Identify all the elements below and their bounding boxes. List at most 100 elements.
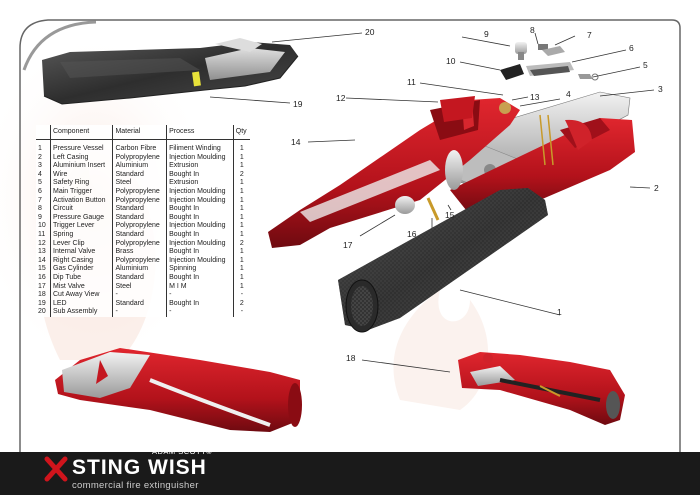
callout-11: 11	[407, 77, 416, 87]
assembled-product-illustration	[55, 348, 302, 432]
sheet-border	[19, 19, 681, 455]
row-process: Injection Moulding	[166, 187, 234, 197]
row-qty: 1	[239, 179, 244, 187]
exploded-view-illustration	[268, 91, 635, 333]
row-process: Bought In	[166, 248, 234, 257]
row-material: Standard	[112, 273, 168, 283]
table-header-row: Component Material Process Qty	[36, 125, 250, 140]
row-material: Standard	[112, 230, 168, 240]
row-qty: 1	[239, 265, 244, 273]
callout-9: 9	[484, 29, 489, 39]
row-process: Bought In	[166, 273, 234, 283]
table-header-component: Component	[50, 125, 114, 140]
callout-6: 6	[629, 43, 634, 53]
row-qty: 1	[239, 153, 244, 161]
product-name: STING WISH	[72, 456, 207, 479]
row-process: Injection Moulding	[166, 153, 234, 163]
row-process: Bought In	[166, 299, 234, 309]
row-component: Activation Button	[50, 196, 114, 206]
row-component: LED	[50, 299, 114, 309]
callout-5: 5	[643, 60, 648, 70]
row-component: Main Trigger	[50, 187, 114, 197]
row-qty: 1	[239, 145, 244, 152]
row-number: 11	[36, 230, 51, 240]
callout-20: 20	[365, 27, 375, 37]
row-component: Wire	[50, 170, 114, 180]
callout-19: 19	[293, 99, 303, 109]
cross-logo-icon	[44, 456, 68, 482]
row-material: Aluminium	[112, 265, 168, 274]
row-component: Left Casing	[50, 153, 114, 163]
callout-17: 17	[343, 240, 353, 250]
row-component: Internal Valve	[50, 248, 114, 257]
callout-8: 8	[530, 25, 535, 35]
row-qty: 1	[239, 205, 244, 213]
callout-7: 7	[587, 30, 592, 40]
row-process: Extrusion	[166, 162, 234, 171]
row-process: Bought In	[166, 170, 234, 180]
row-qty: 1	[239, 196, 244, 204]
row-number: 9	[36, 213, 51, 223]
row-qty: 1	[239, 213, 244, 221]
row-process: Injection Moulding	[166, 196, 234, 206]
row-number: 12	[36, 239, 51, 249]
row-process: M I M	[166, 282, 234, 292]
table-header-material: Material	[112, 125, 168, 140]
leader-lines	[209, 32, 655, 373]
callout-2: 2	[654, 183, 659, 193]
designer-credit: ADAM SCOTT©	[152, 447, 213, 456]
trigger-parts-illustration	[500, 42, 599, 81]
row-number: 6	[36, 187, 51, 197]
row-number: 13	[36, 248, 51, 257]
row-material: Carbon Fibre	[112, 139, 168, 154]
row-material: Standard	[112, 170, 168, 180]
row-number: 4	[36, 170, 51, 180]
row-number: 19	[36, 299, 51, 309]
row-material: Steel	[112, 282, 168, 292]
table-header-number	[36, 125, 51, 140]
row-qty: -	[240, 291, 244, 299]
row-component: Gas Cylinder	[50, 265, 114, 274]
row-qty: 1	[239, 273, 244, 281]
row-material: Polypropylene	[112, 187, 168, 197]
callout-13: 13	[530, 92, 540, 102]
table-header-process: Process	[166, 125, 234, 140]
row-number: 15	[36, 265, 51, 274]
row-material: Standard	[112, 299, 168, 309]
row-material: Polypropylene	[112, 256, 168, 266]
row-qty: 1	[239, 230, 244, 238]
row-number: 2	[36, 153, 51, 163]
cutaway-illustration	[458, 352, 625, 425]
row-qty: 1	[239, 282, 244, 290]
row-number: 1	[36, 139, 51, 154]
row-process: Spinning	[166, 265, 234, 274]
row-component: Aluminium Insert	[50, 162, 114, 171]
row-process: -	[166, 308, 234, 317]
row-number: 20	[36, 308, 51, 317]
row-number: 7	[36, 196, 51, 206]
row-component: Lever Clip	[50, 239, 114, 249]
callout-18: 18	[346, 353, 356, 363]
row-number: 10	[36, 222, 51, 231]
row-qty: 2	[239, 239, 244, 247]
row-number: 17	[36, 282, 51, 292]
row-process: Filiment Winding	[166, 139, 234, 154]
row-qty: 1	[239, 222, 244, 230]
row-component: Mist Valve	[50, 282, 114, 292]
callout-12: 12	[336, 93, 346, 103]
sub-assembly-illustration	[42, 38, 299, 105]
row-component: Safety Ring	[50, 179, 114, 188]
row-process: Injection Moulding	[166, 222, 234, 231]
row-qty: -	[240, 308, 244, 316]
